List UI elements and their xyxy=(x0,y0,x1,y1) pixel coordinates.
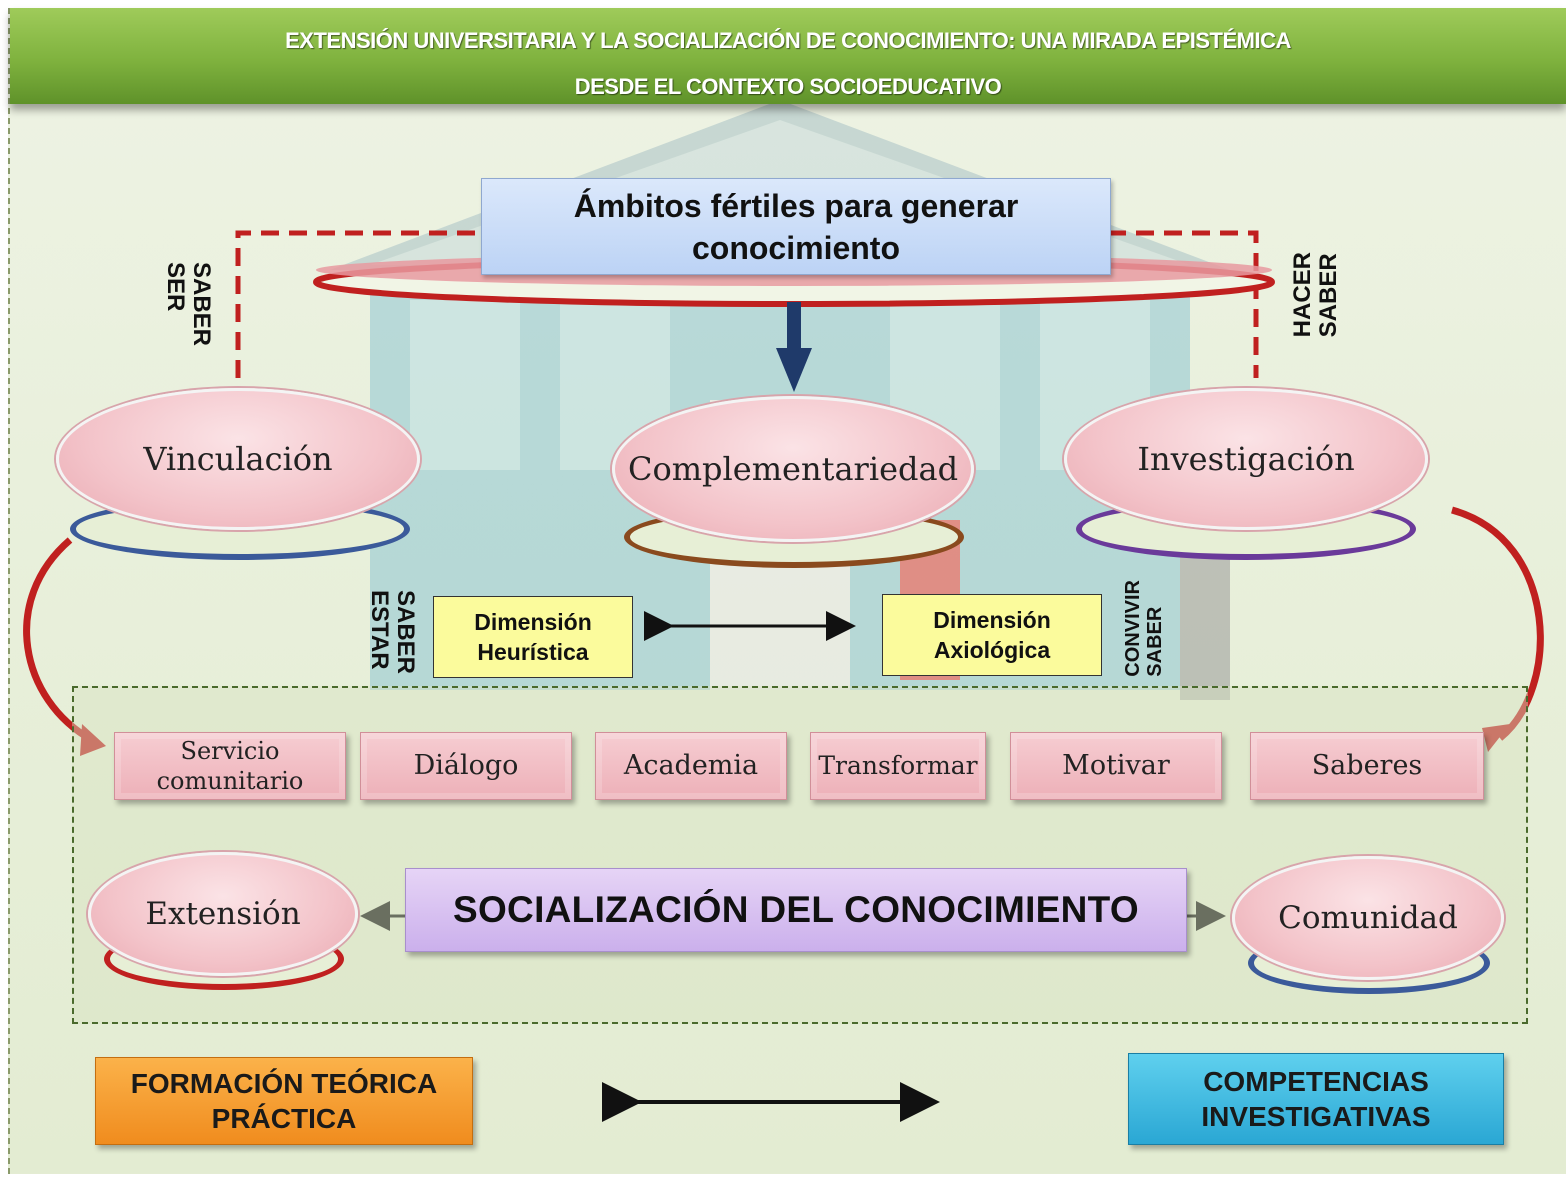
saber-hacer-label: SABER HACER xyxy=(1289,252,1342,338)
dimension-axiologica-box: Dimensión Axiológica xyxy=(882,594,1102,676)
pillar-vinculacion: Vinculación xyxy=(56,388,420,578)
action-servicio-line-1: Servicio xyxy=(180,737,280,765)
dimension-heuristica-box: Dimensión Heurística xyxy=(433,596,633,678)
dimension-heuristica-line-2: Heurística xyxy=(477,639,589,665)
saber-ser-label: SABER SER xyxy=(162,262,215,347)
title-line-2: DESDE EL CONTEXTO SOCIOEDUCATIVO xyxy=(574,74,1002,99)
saber-estar-label: SABER ESTAR xyxy=(366,590,419,675)
competencias-line-1: COMPETENCIAS xyxy=(1203,1066,1429,1097)
dimension-axiologica-line-2: Axiológica xyxy=(933,637,1051,663)
dimension-axiologica-line-1: Dimensión xyxy=(933,607,1051,633)
saber-convivir-label: SABER CONVIVIR xyxy=(1122,580,1166,677)
saber-estar-word-1: SABER xyxy=(392,590,419,675)
title-banner: EXTENSIÓN UNIVERSITARIA Y LA SOCIALIZACI… xyxy=(10,8,1566,104)
saber-hacer-word-1: SABER xyxy=(1315,253,1342,338)
saber-ser-dashed-frame xyxy=(235,230,482,378)
saber-hacer-word-2: HACER xyxy=(1289,252,1316,338)
socialization-title: SOCIALIZACIÓN DEL CONOCIMIENTO xyxy=(405,868,1187,952)
fertile-fields-line-1: Ámbitos fértiles para generar xyxy=(573,187,1019,224)
action-dialogo: Diálogo xyxy=(360,732,572,800)
saber-ser-word-2: SER xyxy=(162,262,189,312)
saber-hacer-dashed-frame xyxy=(1108,230,1259,378)
competencias-line-2: INVESTIGATIVAS xyxy=(1201,1101,1431,1132)
action-servicio-comunitario: Servicio comunitario xyxy=(114,732,346,800)
action-transformar: Transformar xyxy=(810,732,986,800)
saber-convivir-word-1: SABER xyxy=(1144,606,1166,677)
competencias-investigativas-box: COMPETENCIAS INVESTIGATIVAS xyxy=(1128,1053,1504,1145)
saber-convivir-word-2: CONVIVIR xyxy=(1122,580,1144,677)
saber-estar-word-2: ESTAR xyxy=(366,590,393,670)
pillar-label: Investigación xyxy=(1064,388,1428,530)
comunidad-node: Comunidad xyxy=(1232,856,1504,1006)
extension-node: Extensión xyxy=(88,852,358,1002)
pillar-label: Complementariedad xyxy=(612,396,974,542)
title-line-1: EXTENSIÓN UNIVERSITARIA Y LA SOCIALIZACI… xyxy=(285,28,1291,53)
formacion-line-1: FORMACIÓN TEÓRICA xyxy=(130,1068,438,1099)
pillar-label: Vinculación xyxy=(56,388,420,530)
dimension-heuristica-line-1: Dimensión xyxy=(474,609,592,635)
pillar-investigacion: Investigación xyxy=(1064,388,1428,578)
pillar-complementariedad: Complementariedad xyxy=(612,396,974,586)
right-curved-arrow xyxy=(1451,506,1544,741)
formacion-line-2: PRÁCTICA xyxy=(211,1103,357,1134)
fertile-fields-box: Ámbitos fértiles para generar conocimien… xyxy=(481,178,1111,275)
saber-ser-word-1: SABER xyxy=(188,262,215,347)
comunidad-label: Comunidad xyxy=(1232,856,1504,980)
formacion-teorica-practica-box: FORMACIÓN TEÓRICA PRÁCTICA xyxy=(95,1057,473,1145)
action-motivar: Motivar xyxy=(1010,732,1222,800)
left-curved-arrow xyxy=(23,537,94,744)
action-academia: Academia xyxy=(595,732,787,800)
down-arrow xyxy=(776,302,812,392)
action-servicio-line-2: comunitario xyxy=(156,767,304,795)
fertile-fields-line-2: conocimiento xyxy=(691,229,900,266)
action-saberes: Saberes xyxy=(1250,732,1484,800)
extension-label: Extensión xyxy=(88,852,358,976)
